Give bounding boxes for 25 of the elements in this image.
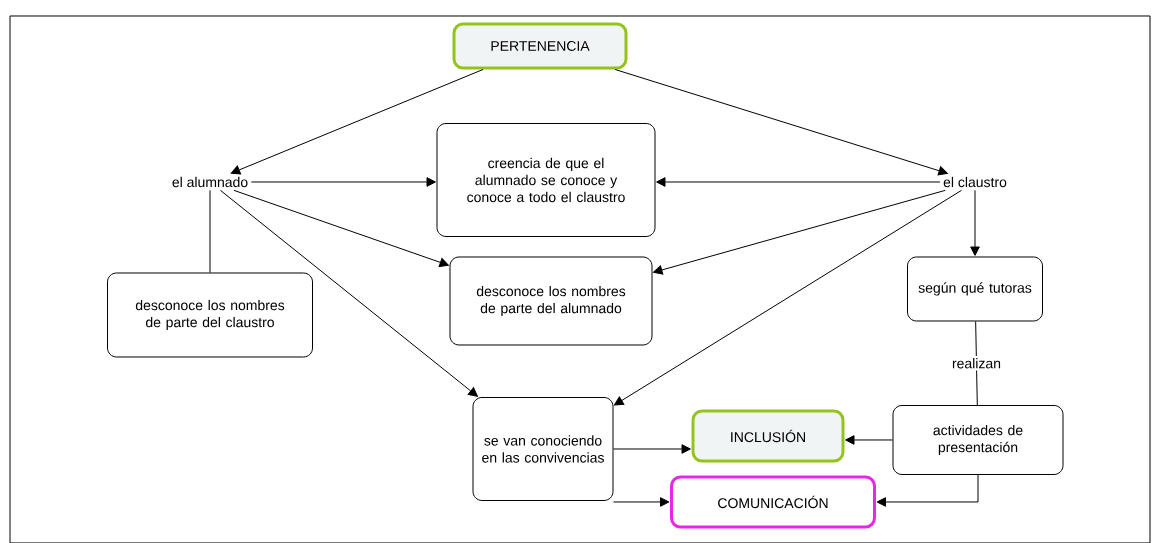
concept-text: el alumnado [172,176,248,188]
arrow [613,189,962,406]
arrow [233,189,449,268]
arrow [230,69,484,175]
arrow [653,189,946,275]
arrow [613,444,691,454]
concept-box: desconoce los nombres de parte del claustro [107,272,313,358]
highlighted-box: PERTENENCIA [452,22,628,70]
edge-label: realizan [949,356,1003,371]
arrow [614,69,948,176]
arrow [656,177,941,187]
arrow [613,497,670,507]
arrow [970,189,980,256]
highlighted-box: INCLUSIÓN [691,409,845,463]
concept-box: desconoce los nombres de parte del alumnado [449,256,653,346]
arrow [219,189,478,397]
concept-text: el claustro [943,176,1007,188]
concept-box: actividades de presentación [892,405,1064,475]
arrow [845,435,893,445]
arrow [250,177,436,187]
concept-box: se van conociendo en las convivencias [472,397,614,501]
concept-box: creencia de que el alumnado se conoce y conoce a todo el claustro [436,123,656,237]
concept-box: según qué tutoras [907,256,1043,322]
arrow [876,474,979,507]
highlighted-box: COMUNICACIÓN [670,475,876,529]
